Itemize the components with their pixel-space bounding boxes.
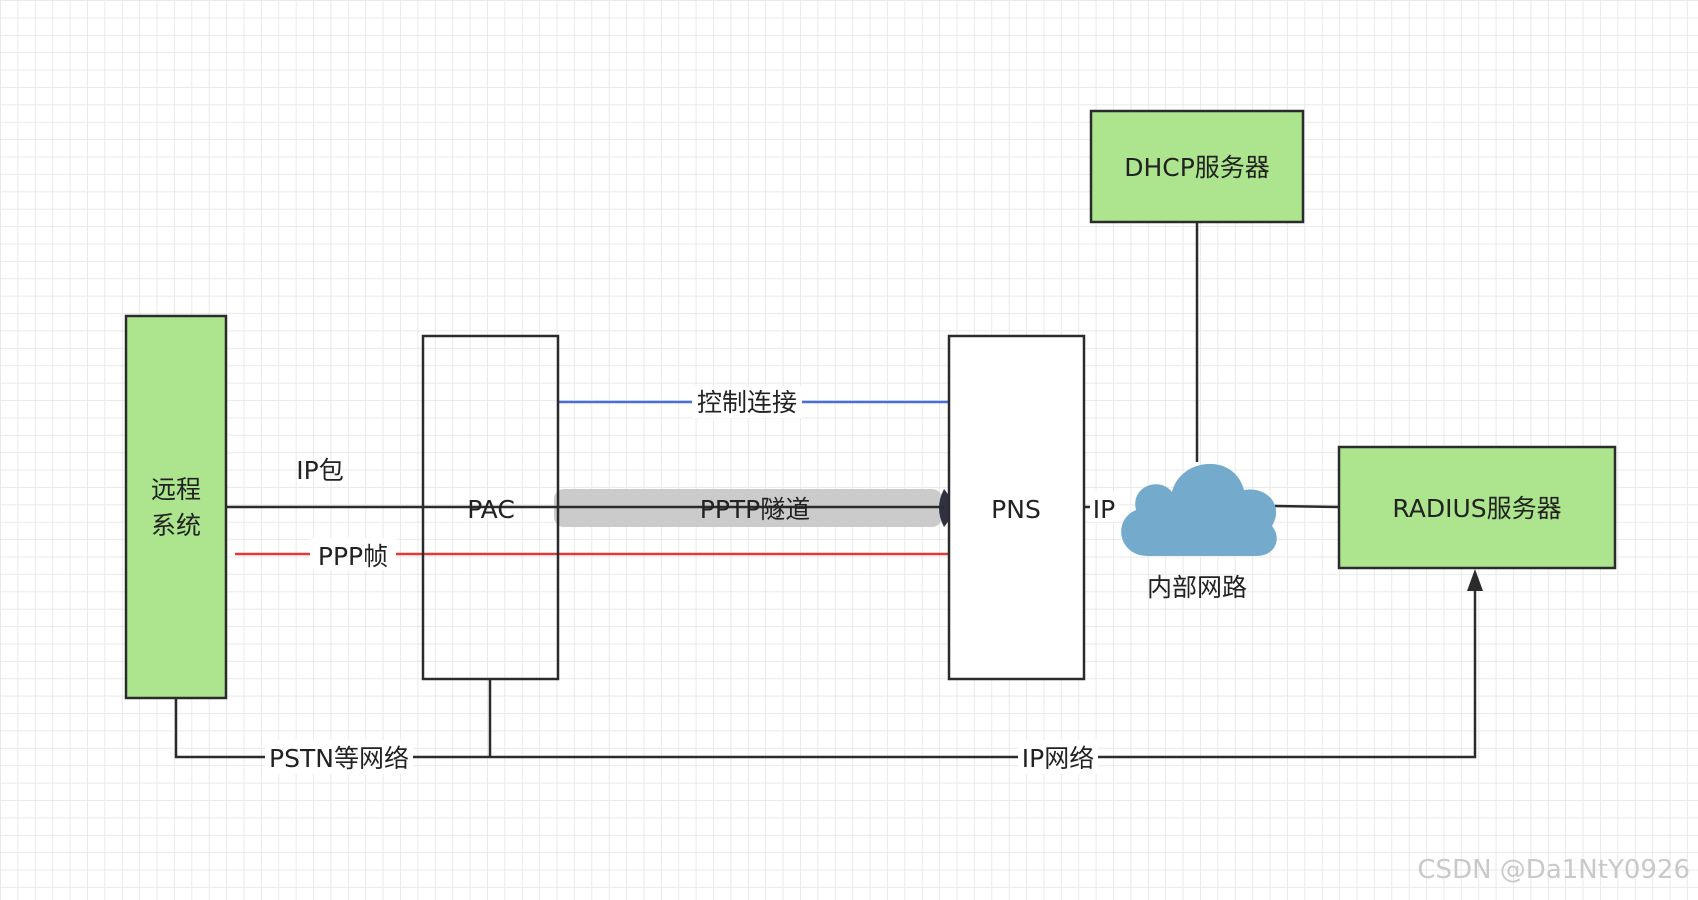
network-to-radius-line [1274,504,1339,509]
ip-network-line [490,586,1477,759]
ip-network-arrowhead [1467,569,1483,591]
control-connection-label: 控制连接 [697,388,797,417]
remote-system-label-line2: 系统 [151,511,201,540]
pns-node[interactable]: PNS [947,334,1086,681]
ip-network-label: IP网络 [1022,744,1094,773]
dhcp-server-node[interactable]: DHCP服务器 [1089,109,1305,224]
pns-label: PNS [991,495,1041,524]
internal-network-cloud[interactable]: 内部网路 [1121,463,1277,602]
remote-system-node[interactable]: 远程 系统 [124,314,228,700]
pptp-tunnel-label: PPTP隧道 [700,495,811,524]
remote-system-label-line1: 远程 [151,475,201,504]
radius-server-node[interactable]: RADIUS服务器 [1337,445,1617,570]
pac-node[interactable] [421,334,560,681]
pac-label: PAC [467,495,515,524]
radius-server-label: RADIUS服务器 [1392,494,1561,523]
ip-to-network-label: IP [1093,495,1115,524]
dhcp-server-label: DHCP服务器 [1124,153,1270,182]
internal-network-label: 内部网路 [1147,573,1247,602]
pstn-network-label: PSTN等网络 [269,744,409,773]
ppp-frame-label: PPP帧 [318,542,388,571]
csdn-watermark: CSDN @Da1NtY0926 [1417,855,1690,885]
cloud-icon [1121,463,1277,556]
ip-packet-label: IP包 [296,456,343,485]
